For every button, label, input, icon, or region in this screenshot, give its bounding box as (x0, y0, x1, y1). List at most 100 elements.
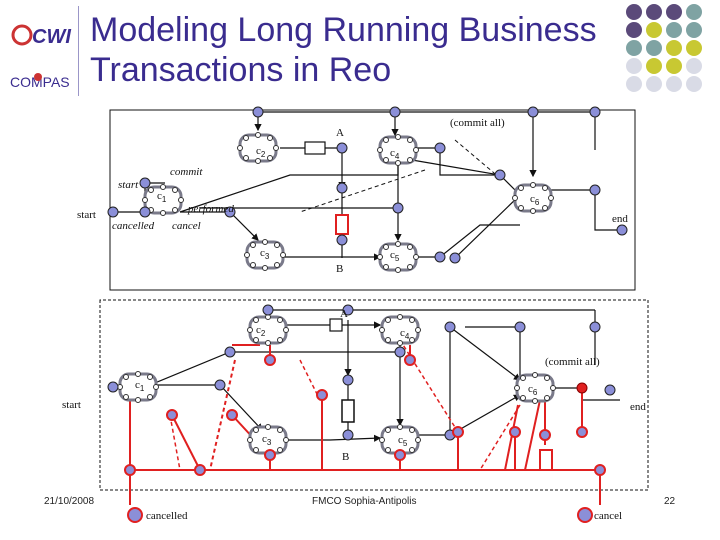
reo-node (434, 251, 446, 263)
reo-node (342, 374, 354, 386)
fifo-buffer-bottom (329, 318, 343, 332)
page-title: Modeling Long Running Business Transacti… (90, 11, 597, 89)
component-c3-top (244, 239, 286, 271)
top-c3-label: c3 (260, 247, 270, 261)
reo-node (214, 379, 226, 391)
component-c6-top (512, 182, 554, 214)
component-c5-top (377, 241, 419, 273)
decorative-dot (666, 22, 682, 38)
bottom-label-cancel: cancel (594, 510, 622, 522)
decorative-dot (666, 4, 682, 20)
fifo-buffer-top (304, 141, 326, 155)
component-c1-top (142, 184, 184, 216)
top-c4-label: c4 (390, 147, 400, 161)
decorative-dot (626, 58, 642, 74)
fifo-buffer-b-bottom (341, 399, 355, 423)
reo-node (139, 177, 151, 189)
footer-page-number: 22 (664, 496, 676, 507)
top-label-end: end (612, 213, 628, 225)
reo-node (494, 169, 506, 181)
reo-node (616, 224, 628, 236)
logo-top-text: CWI (32, 26, 71, 48)
bottom-c3-label: c3 (262, 433, 272, 447)
header-divider (78, 6, 79, 96)
fifo-buffer-b-top (335, 214, 349, 235)
decorative-dot (686, 22, 702, 38)
reo-node (336, 182, 348, 194)
bottom-label-end: end (630, 401, 646, 413)
bottom-label-a: A (340, 308, 348, 320)
decorative-dot (646, 58, 662, 74)
footer-venue: FMCO Sophia-Antipolis (312, 496, 417, 507)
top-c2-label: c2 (256, 145, 266, 159)
decorative-dot (686, 58, 702, 74)
reo-node (224, 206, 236, 218)
top-label-cancel: cancel (172, 220, 201, 232)
footer-date: 21/10/2008 (44, 496, 95, 507)
component-c4-bottom (379, 314, 421, 346)
decorative-dot (646, 22, 662, 38)
decorative-dot (626, 76, 642, 92)
reo-node (444, 321, 456, 333)
top-label-a: A (336, 127, 344, 139)
top-diagram-frame (109, 109, 636, 291)
top-label-b: B (336, 263, 343, 275)
decorative-dot (666, 40, 682, 56)
component-c4-top (377, 134, 419, 166)
reo-node (336, 234, 348, 246)
reo-node (252, 106, 264, 118)
top-label-cancelled: cancelled (112, 220, 155, 232)
reo-node (336, 142, 348, 154)
reo-node (589, 321, 601, 333)
reo-node-red (404, 354, 416, 366)
bottom-label-commit-all: (commit all) (545, 356, 600, 368)
reo-node-red (226, 409, 238, 421)
reo-node (389, 106, 401, 118)
reo-node-red (316, 389, 328, 401)
reo-node (224, 346, 236, 358)
reo-node (589, 184, 601, 196)
reo-node (434, 142, 446, 154)
decorative-dot (626, 22, 642, 38)
decorative-dot (686, 40, 702, 56)
top-diagram: A (commit all) commit start start perfor… (77, 106, 636, 291)
reo-node-red (539, 429, 551, 441)
cancel-port-node (577, 507, 593, 523)
top-c6-label: c6 (530, 193, 540, 207)
bottom-label-cancelled: cancelled (146, 510, 188, 522)
reo-node (342, 429, 354, 441)
reo-node-red (194, 464, 206, 476)
top-c1-label: c1 (157, 190, 167, 204)
top-label-commit-all: (commit all) (450, 117, 505, 129)
bottom-c2-label: c2 (256, 324, 266, 338)
component-c1-bottom (117, 371, 159, 403)
reo-node (589, 106, 601, 118)
reo-node-red (394, 449, 406, 461)
reo-node (107, 206, 119, 218)
top-label-start: start (77, 209, 96, 221)
component-c6-bottom (514, 372, 556, 404)
reo-node (262, 304, 274, 316)
bottom-label-start: start (62, 399, 81, 411)
reo-node-red (509, 426, 521, 438)
reo-node-red (124, 464, 136, 476)
red-buffer-bottom (539, 449, 553, 471)
decorative-dot (626, 4, 642, 20)
reo-node (527, 106, 539, 118)
bottom-c6-label: c6 (528, 383, 538, 397)
logo-bottom-text: COMPAS (10, 74, 70, 90)
decorative-dot (646, 4, 662, 20)
reo-node (392, 202, 404, 214)
reo-node (449, 252, 461, 264)
bottom-label-b: B (342, 451, 349, 463)
decorative-dot (646, 40, 662, 56)
reo-node (342, 304, 354, 316)
decorative-dot (686, 4, 702, 20)
decorative-dot-grid (626, 4, 702, 92)
bottom-c1-label: c1 (135, 379, 145, 393)
decorative-dot (626, 40, 642, 56)
reo-node-red (264, 449, 276, 461)
component-c2-bottom (247, 314, 289, 346)
reo-node (604, 384, 616, 396)
